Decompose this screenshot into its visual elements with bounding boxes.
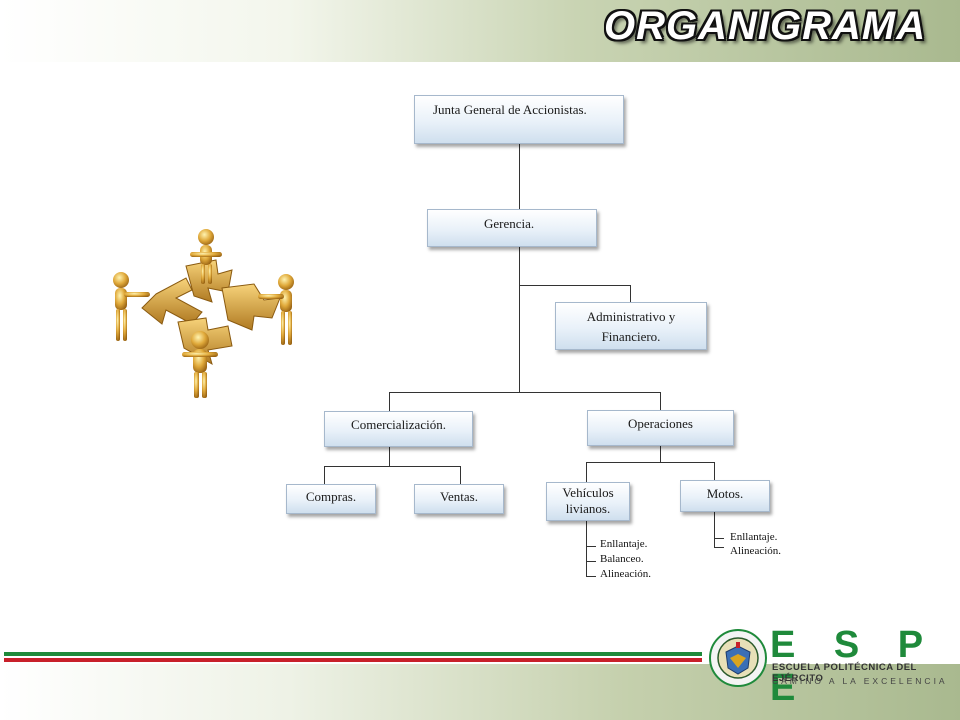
footer-stripe-red (4, 658, 702, 662)
node-vehiculos-label-2: livianos. (565, 501, 611, 516)
connector-admin-horizontal (519, 285, 631, 286)
node-junta-general: Junta General de Accionistas. (414, 95, 624, 144)
connector-vehiculos-up (586, 462, 587, 482)
connector-motos-service-2 (714, 547, 724, 548)
connector-operaciones-down (660, 446, 661, 462)
teamwork-arrows-icon (113, 229, 294, 398)
connector-ventas-up (460, 466, 461, 484)
connector-comercializacion-down (389, 447, 390, 466)
node-gerencia-label: Gerencia. (484, 216, 535, 231)
header-band (0, 0, 960, 62)
connector-vehiculos-service-2 (586, 561, 596, 562)
espe-logo-name: ESCUELA POLITÉCNICA DEL EJÉRCITO (772, 662, 917, 684)
service-vehiculos-2: Balanceo. (600, 553, 644, 565)
node-vehiculos-livianos: Vehículos livianos. (546, 482, 630, 521)
node-administrativo-financiero: Administrativo y Financiero. (555, 302, 707, 350)
connector-motos-services (714, 512, 715, 548)
connector-motos-service-1 (714, 538, 724, 539)
espe-logo-letters: E S P E (770, 624, 937, 709)
connector-level3b-horizontal (586, 462, 715, 463)
service-motos-2: Alineación. (730, 545, 782, 557)
node-ventas: Ventas. (414, 484, 504, 514)
connector-vehiculos-service-1 (586, 546, 596, 547)
node-compras: Compras. (286, 484, 376, 514)
node-motos: Motos. (680, 480, 770, 512)
node-comercializacion: Comercialización. (324, 411, 473, 447)
espe-logo-motto: CAMINO A LA EXCELENCIA (772, 676, 948, 686)
footer-band (0, 664, 960, 720)
service-motos-1: Enllantaje. (730, 531, 778, 543)
node-operaciones-label: Operaciones (628, 416, 693, 431)
connector-level3a-horizontal (324, 466, 460, 467)
node-comercializacion-label: Comercialización. (351, 417, 446, 432)
connector-compras-up (324, 466, 325, 484)
service-vehiculos-1: Enllantaje. (600, 538, 648, 550)
connector-admin-vertical (630, 285, 631, 302)
node-junta-general-label: Junta General de Accionistas. (433, 102, 587, 117)
node-gerencia: Gerencia. (427, 209, 597, 247)
node-ventas-label: Ventas. (440, 489, 478, 504)
connector-gerencia-down (519, 247, 520, 392)
node-administrativo-label-2: Financiero. (601, 329, 661, 344)
node-compras-label: Compras. (305, 489, 357, 504)
node-motos-label: Motos. (706, 486, 744, 501)
node-vehiculos-label-1: Vehículos (562, 485, 614, 500)
node-operaciones: Operaciones (587, 410, 734, 446)
node-administrativo-label-1: Administrativo y (586, 309, 676, 324)
footer-stripe-white (4, 656, 702, 658)
connector-vehiculos-services (586, 521, 587, 577)
connector-level2-horizontal (389, 392, 661, 393)
footer-stripe-green (4, 652, 702, 656)
connector-root-gerencia (519, 144, 520, 209)
connector-motos-up (714, 462, 715, 480)
connector-vehiculos-service-3 (586, 576, 596, 577)
connector-operaciones-up (660, 392, 661, 410)
service-vehiculos-3: Alineación. (600, 568, 652, 580)
connector-comercializacion-up (389, 392, 390, 411)
page-title: ORGANIGRAMA (604, 4, 927, 48)
espe-seal-logo (709, 629, 767, 687)
